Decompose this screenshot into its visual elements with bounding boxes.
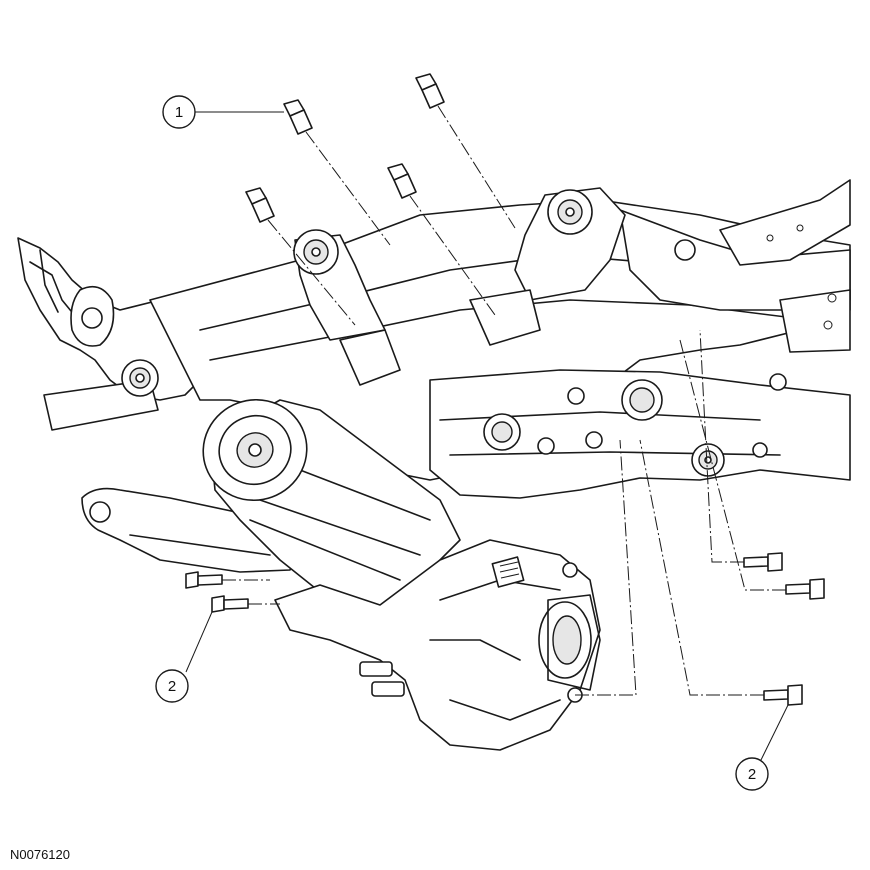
bolt-right-3	[763, 684, 803, 706]
svg-text:2: 2	[748, 766, 756, 783]
bracket-bolts	[245, 73, 445, 223]
bolt-right-1	[743, 552, 783, 572]
figure-reference-code: N0076120	[10, 847, 70, 862]
svg-text:2: 2	[168, 678, 176, 695]
bolt-upper-2	[415, 73, 445, 109]
callout-2-right: 2	[735, 757, 769, 791]
bolt-left-1	[185, 571, 223, 589]
callout-leaders	[185, 111, 789, 763]
callout-2-left: 2	[155, 669, 189, 703]
bolt-upper-1	[283, 99, 313, 135]
rear-drive-unit	[202, 398, 601, 751]
left-mount-bracket	[293, 229, 401, 386]
bolt-left-2	[211, 595, 249, 613]
callout-1: 1	[162, 95, 196, 129]
svg-text:1: 1	[175, 104, 183, 121]
alignment-lines	[222, 105, 786, 696]
mounting-bolts	[185, 552, 825, 706]
bolt-right-2	[785, 578, 825, 600]
bolt-upper-4	[245, 187, 275, 223]
bolt-upper-3	[387, 163, 417, 199]
